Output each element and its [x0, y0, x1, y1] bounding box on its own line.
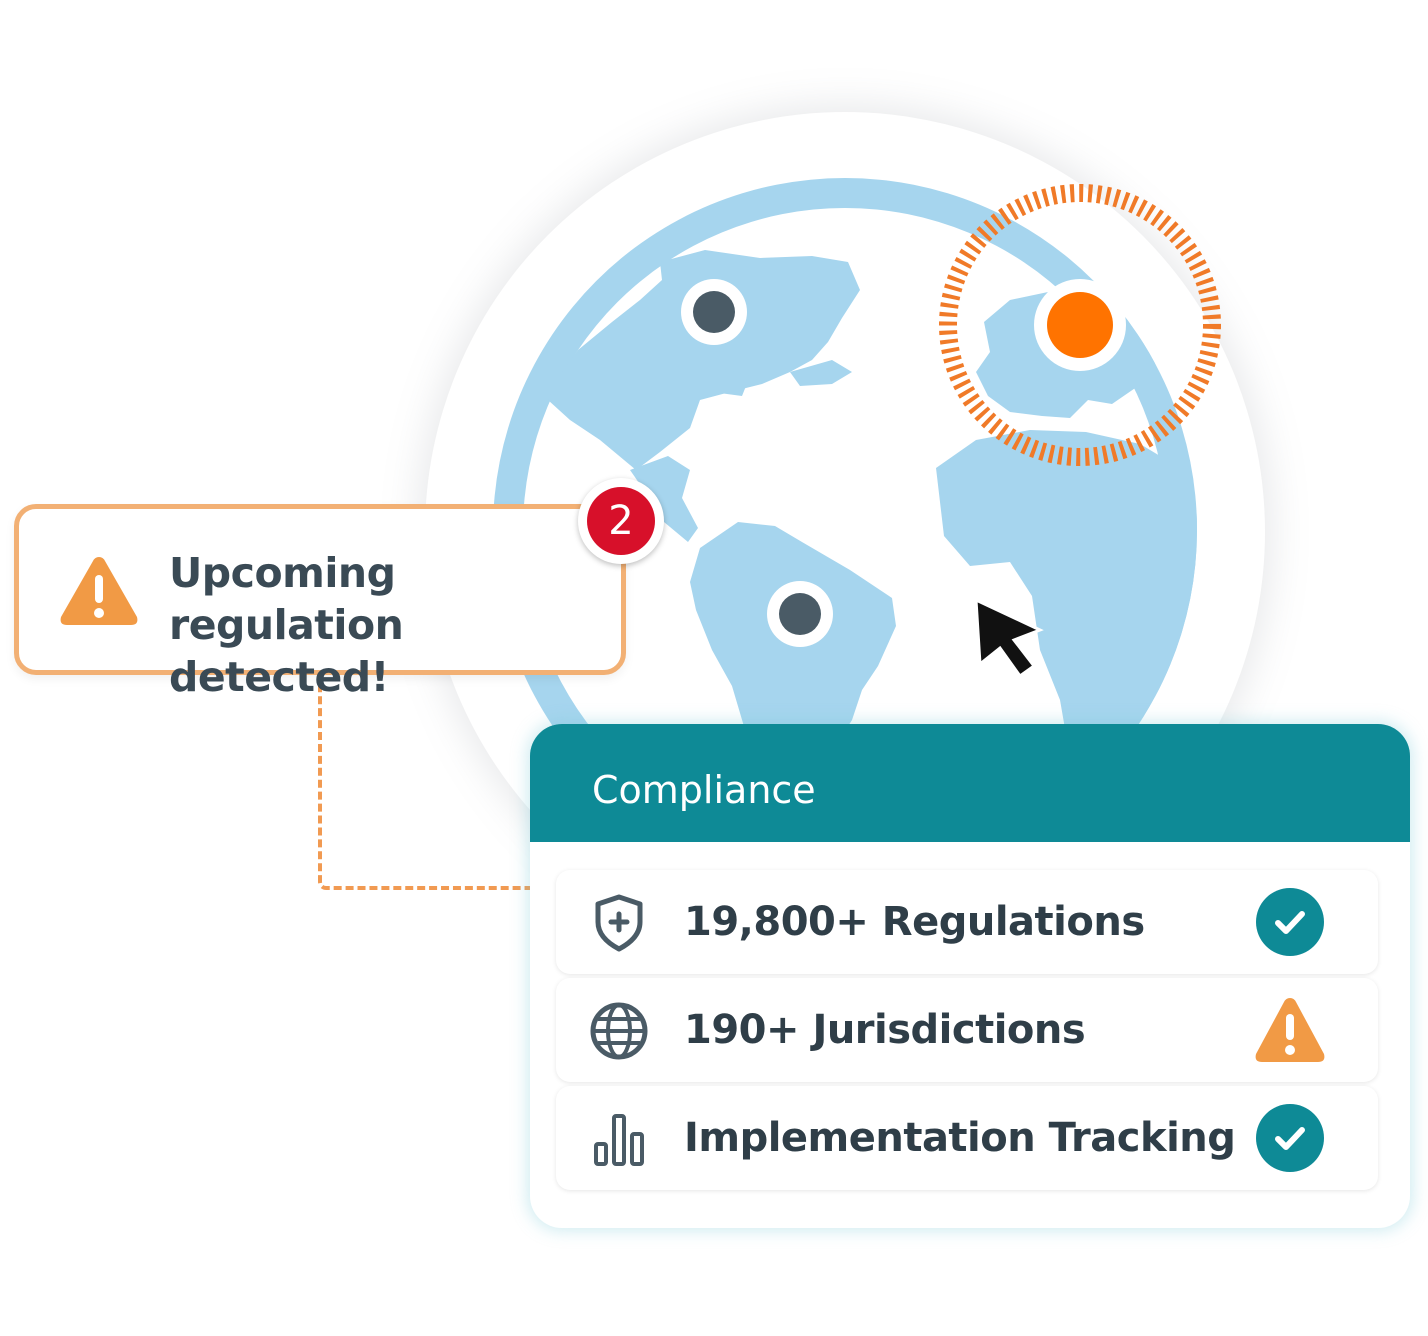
- compliance-row-label: Implementation Tracking: [684, 1115, 1236, 1161]
- bar-chart-icon: [594, 1114, 644, 1166]
- compliance-row-regulations[interactable]: 19,800+ Regulations: [556, 870, 1378, 974]
- alert-card[interactable]: Upcoming regulation detected!: [14, 504, 626, 701]
- warning-icon: [60, 557, 138, 625]
- shield-icon: [595, 894, 643, 952]
- continent-north-america: [548, 250, 860, 470]
- globe-icon: [590, 1002, 648, 1060]
- compliance-row-jurisdictions[interactable]: 190+ Jurisdictions: [556, 978, 1378, 1082]
- compliance-header: Compliance: [530, 724, 1410, 842]
- alert-title-line1: Upcoming: [169, 549, 396, 597]
- notification-badge[interactable]: 2: [578, 478, 664, 564]
- cursor-icon: [974, 597, 1044, 679]
- notification-count: 2: [587, 487, 655, 555]
- warning-icon: [1255, 998, 1325, 1062]
- alert-title: Upcoming regulation detected!: [169, 547, 621, 703]
- compliance-panel: Compliance 19,800+ Regulations 190+ Juri…: [530, 724, 1410, 1228]
- check-icon: [1256, 1104, 1324, 1172]
- check-icon: [1256, 888, 1324, 956]
- alert-title-line2: regulation detected!: [169, 601, 404, 701]
- alert-connector-line: [318, 680, 537, 890]
- compliance-row-label: 19,800+ Regulations: [684, 899, 1145, 945]
- compliance-list: 19,800+ Regulations 190+ Jurisdictions: [556, 870, 1378, 1194]
- continent-africa: [936, 430, 1197, 800]
- compliance-row-tracking[interactable]: Implementation Tracking: [556, 1086, 1378, 1190]
- compliance-row-label: 190+ Jurisdictions: [684, 1007, 1086, 1053]
